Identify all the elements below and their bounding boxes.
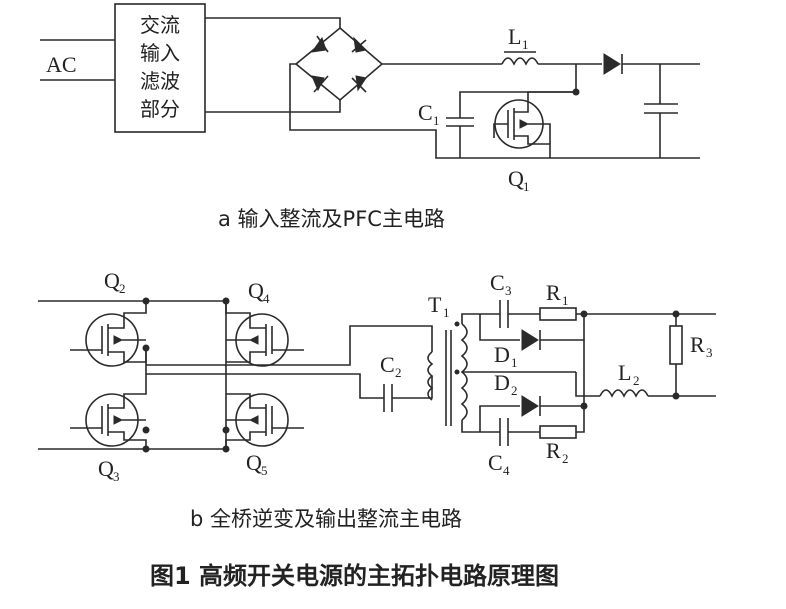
inverter-circuit: Q 2 Q 3 Q 4 bbox=[38, 268, 716, 531]
input-filter-block bbox=[114, 3, 206, 133]
capacitor-c1-sub: 1 bbox=[433, 113, 440, 128]
resistor-r1 bbox=[539, 307, 577, 321]
resistor-r3-label: R bbox=[690, 332, 705, 357]
capacitor-c3-sub: 3 bbox=[505, 283, 512, 298]
resistor-r2-label: R bbox=[546, 438, 561, 463]
diode-d1-sub: 1 bbox=[511, 355, 518, 370]
mosfet-q2 bbox=[70, 301, 147, 367]
mosfet-q2-label: Q bbox=[104, 268, 120, 293]
capacitor-c2-sub: 2 bbox=[395, 365, 402, 380]
diode-d2-label: D bbox=[494, 370, 510, 395]
mosfet-q3-label: Q bbox=[98, 456, 114, 481]
capacitor-c4 bbox=[499, 418, 509, 446]
capacitor-c4-label: C bbox=[488, 450, 503, 475]
diode-d2 bbox=[521, 395, 541, 417]
mosfet-q4-sub: 4 bbox=[263, 291, 270, 306]
mosfet-q5-sub: 5 bbox=[261, 463, 268, 478]
inductor-l2 bbox=[599, 389, 649, 398]
node-d2 bbox=[580, 402, 588, 410]
resistor-r2 bbox=[539, 425, 577, 439]
capacitor-c4-sub: 4 bbox=[503, 463, 510, 478]
wire-negative-rail bbox=[289, 63, 700, 159]
pfc-circuit: AC 交流 输入 滤波 部分 L bbox=[40, 3, 700, 231]
wire-d1-out bbox=[540, 314, 585, 341]
resistor-r3 bbox=[669, 325, 683, 365]
mosfet-q2-sub: 2 bbox=[119, 281, 126, 296]
diode-d2-sub: 2 bbox=[511, 383, 518, 398]
transformer-t1-sub: 1 bbox=[443, 305, 450, 320]
resistor-r1-sub: 1 bbox=[562, 293, 569, 308]
wire-d2-in bbox=[479, 405, 520, 432]
filter-line-2: 输入 bbox=[140, 41, 180, 65]
capacitor-c1-label: C bbox=[418, 100, 433, 125]
mosfet-q3-sub: 3 bbox=[113, 469, 120, 484]
mosfet-q5-label: Q bbox=[246, 450, 262, 475]
node-q3-source bbox=[142, 426, 150, 434]
wire-node-to-c1 bbox=[459, 64, 577, 118]
wire-filter-to-bridge-top bbox=[205, 17, 341, 28]
capacitor-c3 bbox=[499, 300, 509, 328]
resistor-r2-sub: 2 bbox=[562, 451, 569, 466]
mosfet-q1 bbox=[493, 91, 576, 158]
filter-line-3: 滤波 bbox=[140, 69, 180, 93]
wire-to-l2 bbox=[575, 372, 600, 397]
figure-title: 图1 高频开关电源的主拓扑电路原理图 bbox=[150, 562, 559, 590]
capacitor-c2-label: C bbox=[380, 352, 395, 377]
inductor-l2-sub: 2 bbox=[633, 373, 640, 388]
wire-sec-top bbox=[461, 313, 500, 324]
output-capacitor bbox=[644, 64, 678, 158]
inductor-l1-label: L bbox=[508, 24, 521, 49]
bridge-rectifier bbox=[294, 26, 384, 102]
inductor-l1-sub: 1 bbox=[522, 37, 529, 52]
diode-d1-label: D bbox=[494, 342, 510, 367]
wire-sec-bottom bbox=[461, 420, 500, 433]
transformer-t1 bbox=[427, 321, 468, 426]
mosfet-q5 bbox=[225, 393, 304, 449]
mosfet-q1-sub: 1 bbox=[523, 179, 530, 194]
resistor-r3-sub: 3 bbox=[706, 345, 713, 360]
caption-a: a 输入整流及PFC主电路 bbox=[218, 207, 445, 231]
mosfet-q4 bbox=[225, 301, 304, 367]
capacitor-c1 bbox=[446, 117, 474, 158]
resistor-r1-label: R bbox=[546, 280, 561, 305]
filter-line-4: 部分 bbox=[140, 97, 180, 121]
transformer-t1-label: T bbox=[428, 292, 442, 317]
wire-d1-in bbox=[479, 314, 520, 341]
inductor-l1 bbox=[501, 51, 539, 66]
capacitor-c3-label: C bbox=[490, 270, 505, 295]
ac-label: AC bbox=[46, 52, 77, 77]
wire-filter-to-bridge-bottom bbox=[205, 100, 341, 113]
filter-line-1: 交流 bbox=[140, 13, 180, 37]
mosfet-q3 bbox=[70, 382, 147, 449]
wire-bottom-right bbox=[576, 340, 585, 433]
mosfet-q4-label: Q bbox=[248, 278, 264, 303]
diode-d1 bbox=[521, 329, 541, 351]
mosfet-q1-label: Q bbox=[508, 166, 524, 191]
caption-b: b 全桥逆变及输出整流主电路 bbox=[190, 507, 462, 531]
boost-diode bbox=[603, 53, 623, 75]
capacitor-c2 bbox=[383, 376, 433, 412]
inductor-l2-label: L bbox=[618, 360, 631, 385]
wire-to-c2 bbox=[146, 373, 384, 399]
wire-left-mid-to-transformer bbox=[146, 325, 433, 366]
